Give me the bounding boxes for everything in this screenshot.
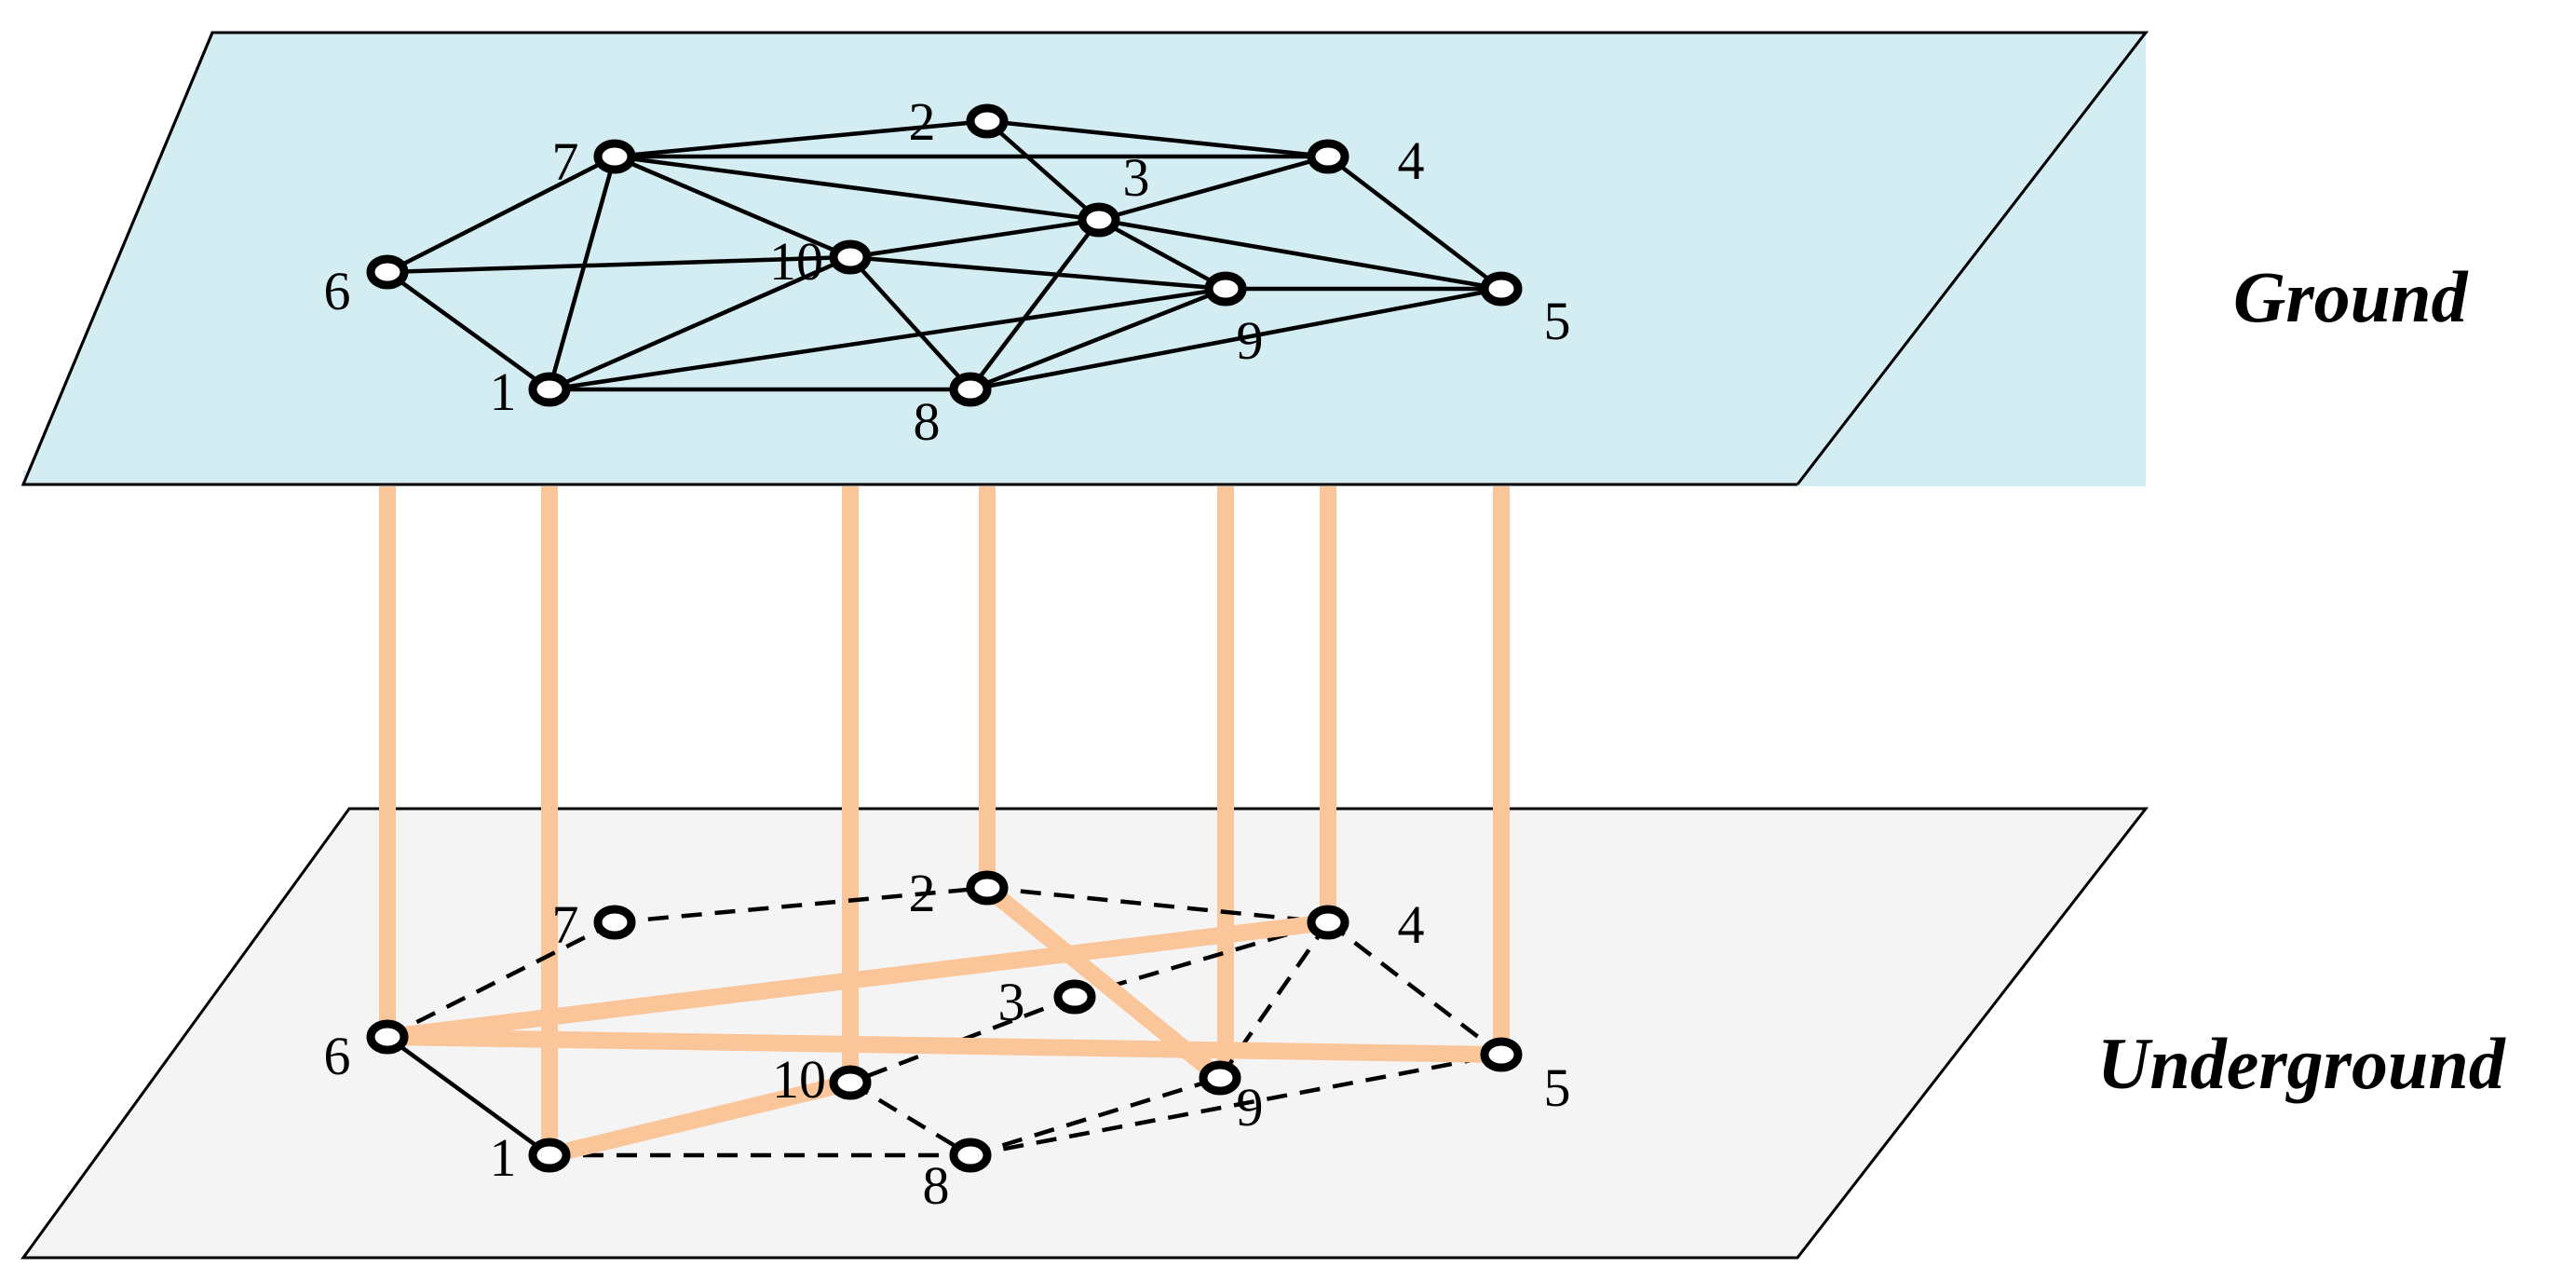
underground-dashed-edge-10-8 (848, 1081, 972, 1157)
ground-node-6 (366, 254, 409, 290)
underground-node-label-4: 4 (1398, 894, 1425, 955)
ground-plane-shape (20, 31, 2149, 486)
ground-edge-10-1 (549, 254, 851, 392)
ground-edge-3-9 (1097, 218, 1227, 291)
ground-node-9 (1204, 271, 1247, 307)
ground-node-5 (1480, 271, 1523, 307)
ground-plane (20, 31, 2149, 486)
ground-edge-1-9 (549, 286, 1227, 392)
underground-node-2 (966, 870, 1009, 906)
underground-highlight-edge-6-5 (379, 1029, 1510, 1063)
ground-plane-outline (21, 31, 2149, 485)
ground-edge-7-3 (614, 154, 1100, 223)
ground-edge-10-8 (848, 255, 972, 391)
underground-node-10 (829, 1065, 872, 1100)
ground-node-label-1: 1 (490, 361, 517, 422)
underground-dashed-edge-7-6 (386, 920, 617, 1040)
underground-node-4 (1307, 905, 1349, 940)
underground-node-label-3: 3 (998, 972, 1025, 1032)
ground-edge-2-4 (986, 118, 1329, 159)
ground-node-label-4: 4 (1398, 130, 1425, 191)
ground-edge-3-8 (969, 218, 1101, 391)
underground-node-5 (1480, 1037, 1523, 1072)
underground-node-3 (1053, 979, 1096, 1015)
ground-plane-edge-fill (23, 470, 2146, 486)
ground-edge-3-5 (1098, 217, 1502, 292)
underground-node-label-9: 9 (1237, 1077, 1264, 1138)
ground-edge-6-10 (386, 254, 851, 275)
underground-node-label-5: 5 (1544, 1057, 1571, 1118)
underground-highlight-edge-2-9 (979, 879, 1228, 1086)
ground-edge-8-5 (969, 286, 1502, 392)
ground-node-4 (1307, 139, 1349, 174)
underground-dashed-edge-2-4 (986, 885, 1329, 925)
ground-node-label-8: 8 (914, 391, 941, 452)
underground-node-7 (593, 905, 636, 940)
ground-edge-7-2 (614, 118, 988, 159)
underground-node-label-7: 7 (552, 894, 579, 955)
underground-node-6 (366, 1019, 409, 1055)
ground-node-label-7: 7 (552, 131, 579, 192)
ground-edge-10-9 (849, 254, 1227, 292)
ground-node-8 (949, 372, 992, 407)
underground-dashed-edge-4-5 (1326, 920, 1503, 1056)
underground-node-9 (1199, 1060, 1241, 1096)
ground-edge-7-10 (614, 154, 851, 260)
underground-dashed-edge-8-9 (969, 1075, 1221, 1158)
ground-node-3 (1078, 202, 1120, 238)
underground-node-label-1: 1 (490, 1127, 517, 1188)
underground-node-label-8: 8 (923, 1155, 950, 1216)
ground-network: 1 2 3 4 5 6 7 8 9 10 (324, 91, 1571, 452)
ground-node-label-10: 10 (769, 231, 823, 292)
ground-layer-label: Ground (2233, 256, 2468, 337)
underground-highlight-edge-6-4 (379, 914, 1336, 1045)
underground-network: 1 2 3 4 5 6 7 8 9 10 (324, 863, 1571, 1216)
underground-node-label-6: 6 (324, 1026, 351, 1086)
ground-node-label-6: 6 (324, 261, 351, 321)
underground-node-label-10: 10 (772, 1049, 826, 1110)
ground-edge-3-10 (849, 217, 1100, 260)
ground-node-2 (966, 103, 1009, 139)
ground-node-10 (829, 239, 872, 275)
ground-node-label-2: 2 (909, 91, 936, 152)
ground-edge-6-1 (386, 270, 551, 391)
ground-edge-8-9 (969, 286, 1227, 392)
underground-dashed-edge-7-2 (614, 885, 988, 925)
ground-edge-7-1 (547, 156, 617, 390)
ground-edge-2-3 (985, 119, 1101, 222)
underground-node-1 (528, 1138, 571, 1173)
ground-node-label-9: 9 (1237, 310, 1264, 371)
ground-node-1 (528, 372, 571, 407)
underground-layer-label: Underground (2097, 1023, 2506, 1104)
ground-node-label-3: 3 (1123, 147, 1150, 208)
underground-dashed-edge-8-5 (969, 1052, 1502, 1158)
ground-node-7 (593, 139, 636, 174)
underground-node-label-2: 2 (909, 863, 936, 923)
underground-highlight-edge-1-10 (541, 1074, 859, 1164)
ground-edge-4-3 (1098, 154, 1329, 223)
ground-edge-4-5 (1326, 155, 1503, 291)
underground-solid-edge-6-1 (386, 1035, 551, 1157)
ground-edge-7-6 (386, 154, 617, 275)
ground-node-label-5: 5 (1544, 291, 1571, 351)
underground-node-8 (949, 1138, 992, 1173)
